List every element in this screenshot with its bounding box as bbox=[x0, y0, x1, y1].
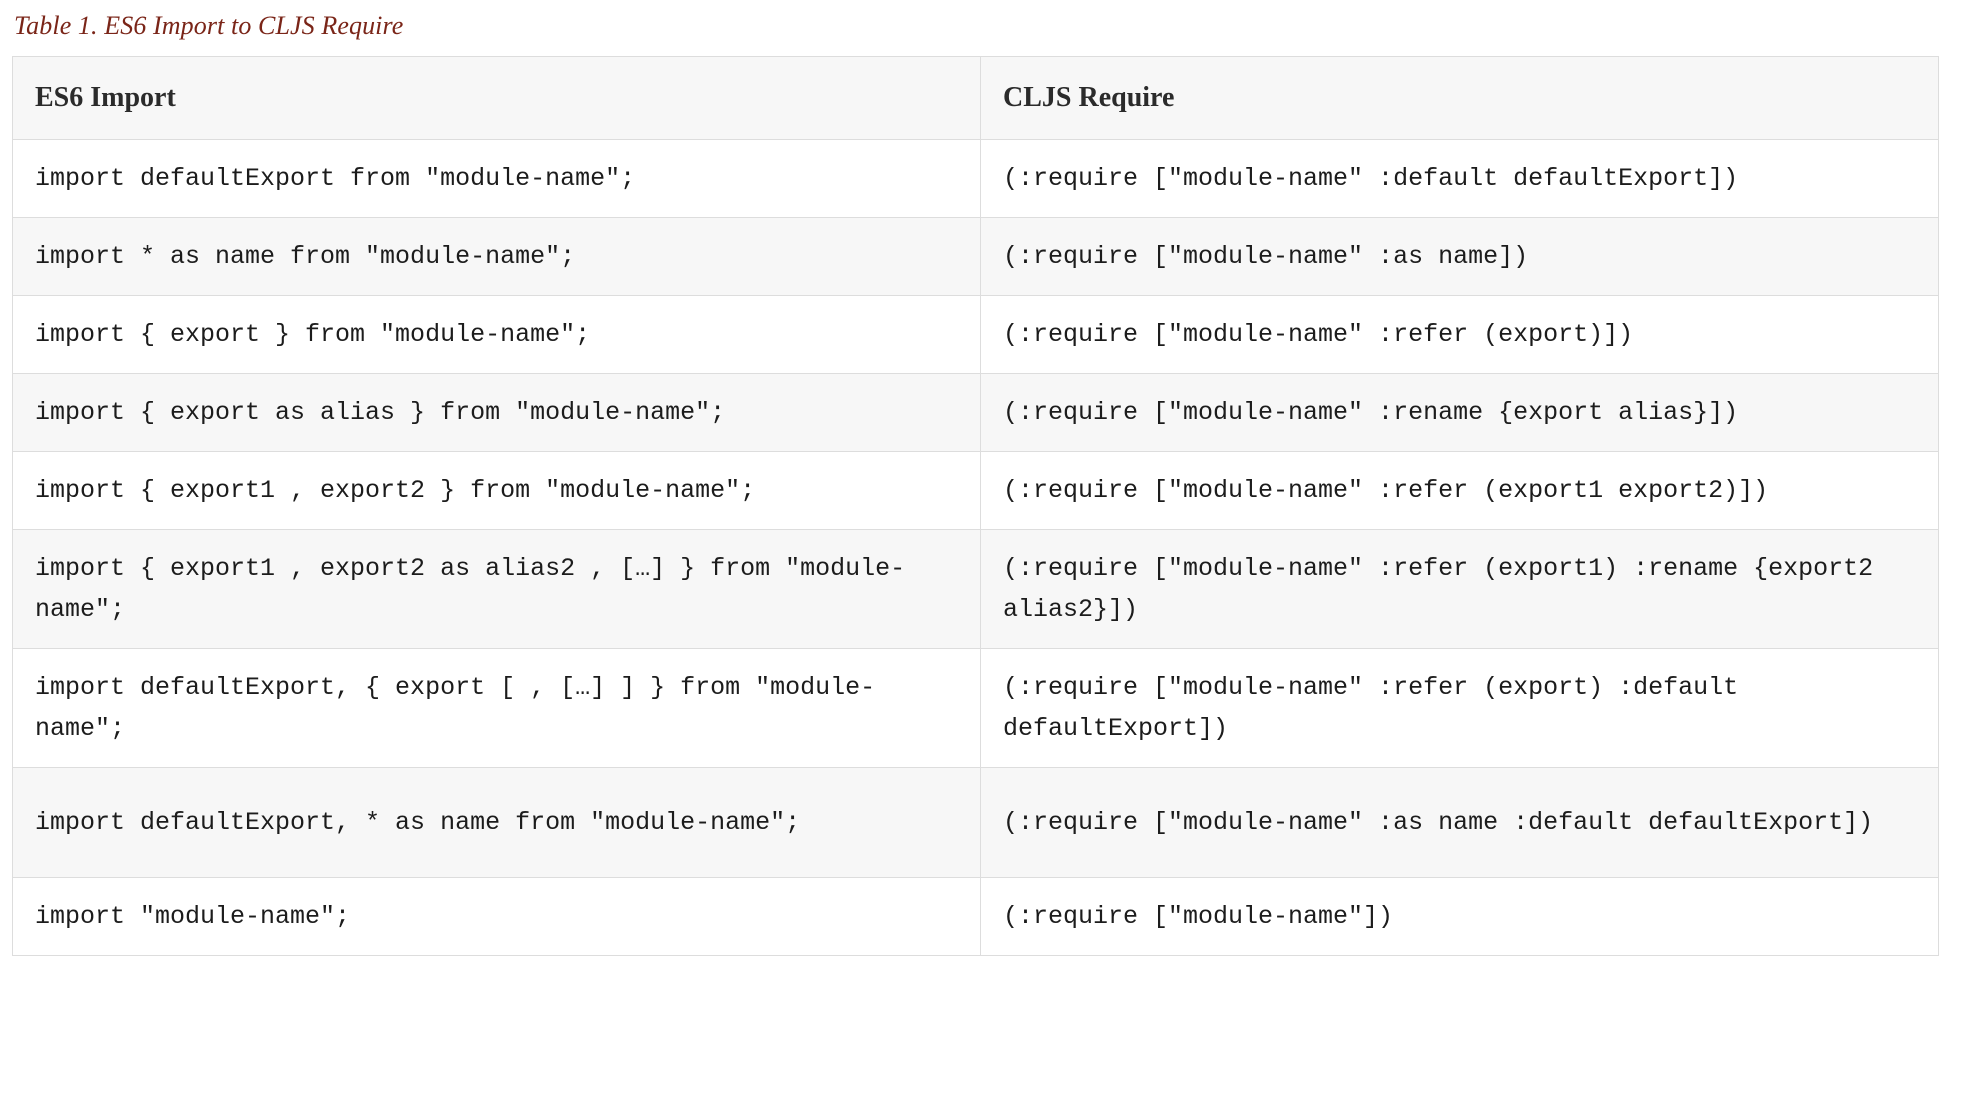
column-header-es6-import: ES6 Import bbox=[12, 56, 981, 140]
table-row: import { export as alias } from "module-… bbox=[12, 373, 1939, 452]
cell-cljs-require: (:require ["module-name" :refer (export)… bbox=[980, 295, 1939, 374]
table-row: import * as name from "module-name"; (:r… bbox=[12, 217, 1939, 296]
column-header-cljs-require: CLJS Require bbox=[980, 56, 1939, 140]
cell-es6-import: import * as name from "module-name"; bbox=[12, 217, 981, 296]
cell-cljs-require: (:require ["module-name" :refer (export)… bbox=[980, 648, 1939, 768]
cell-cljs-require: (:require ["module-name" :as name :defau… bbox=[980, 767, 1939, 878]
document-page: Table 1. ES6 Import to CLJS Require ES6 … bbox=[12, 11, 1939, 956]
table-row: import defaultExport from "module-name";… bbox=[12, 139, 1939, 218]
table-row: import { export1 , export2 } from "modul… bbox=[12, 451, 1939, 530]
table-row: import { export } from "module-name"; (:… bbox=[12, 295, 1939, 374]
table-header-row: ES6 Import CLJS Require bbox=[12, 56, 1939, 140]
cell-es6-import: import "module-name"; bbox=[12, 877, 981, 956]
table-header: ES6 Import CLJS Require bbox=[12, 56, 1939, 140]
table-row: import "module-name"; (:require ["module… bbox=[12, 877, 1939, 956]
cell-cljs-require: (:require ["module-name"]) bbox=[980, 877, 1939, 956]
table-row: import defaultExport, * as name from "mo… bbox=[12, 767, 1939, 878]
cell-es6-import: import { export as alias } from "module-… bbox=[12, 373, 981, 452]
table-body: import defaultExport from "module-name";… bbox=[12, 139, 1939, 956]
cell-es6-import: import { export1 , export2 as alias2 , [… bbox=[12, 529, 981, 649]
table-row: import { export1 , export2 as alias2 , [… bbox=[12, 529, 1939, 649]
table-row: import defaultExport, { export [ , […] ]… bbox=[12, 648, 1939, 768]
cell-cljs-require: (:require ["module-name" :refer (export1… bbox=[980, 451, 1939, 530]
cell-cljs-require: (:require ["module-name" :rename {export… bbox=[980, 373, 1939, 452]
cell-es6-import: import { export1 , export2 } from "modul… bbox=[12, 451, 981, 530]
cell-es6-import: import defaultExport from "module-name"; bbox=[12, 139, 981, 218]
cell-es6-import: import defaultExport, { export [ , […] ]… bbox=[12, 648, 981, 768]
cell-es6-import: import { export } from "module-name"; bbox=[12, 295, 981, 374]
table-caption: Table 1. ES6 Import to CLJS Require bbox=[14, 11, 404, 40]
cell-cljs-require: (:require ["module-name" :as name]) bbox=[980, 217, 1939, 296]
cell-cljs-require: (:require ["module-name" :default defaul… bbox=[980, 139, 1939, 218]
cell-cljs-require: (:require ["module-name" :refer (export1… bbox=[980, 529, 1939, 649]
cell-es6-import: import defaultExport, * as name from "mo… bbox=[12, 767, 981, 878]
es6-to-cljs-table: ES6 Import CLJS Require import defaultEx… bbox=[12, 56, 1939, 956]
